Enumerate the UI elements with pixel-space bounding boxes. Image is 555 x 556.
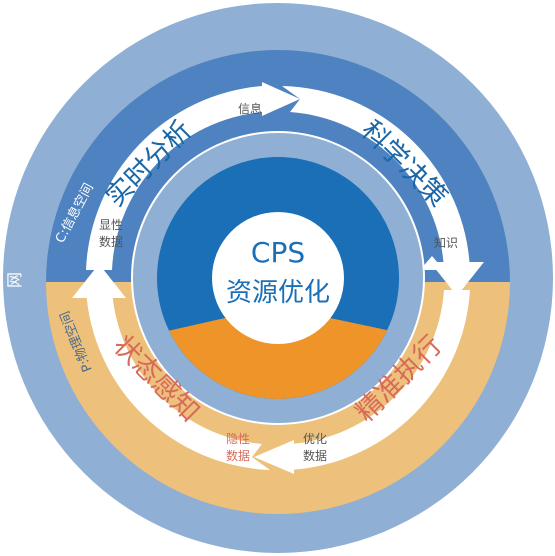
arrow-segment-perception <box>86 290 270 470</box>
arrow-segment-realtime <box>86 86 262 270</box>
arrowhead-top <box>262 82 300 116</box>
arrowhead-bottom <box>254 440 294 474</box>
arrowhead-right <box>430 262 484 296</box>
flow-information: 信息 <box>238 101 262 116</box>
flow-explicit-data-line2: 数据 <box>99 234 123 249</box>
cycle-arrows <box>86 86 470 470</box>
flow-implicit-data-line2: 数据 <box>226 448 250 463</box>
arrow-segment-decision <box>282 86 470 270</box>
flow-explicit-data-line1: 显性 <box>99 218 123 232</box>
flow-optimized-data-line1: 优化 <box>303 432 327 446</box>
outer-ring-label: 网 <box>5 272 24 288</box>
inner-ring-edge <box>131 131 425 425</box>
flow-implicit-data-line1: 隐性 <box>226 432 250 446</box>
core-white-center <box>212 212 344 344</box>
arrowhead-left <box>72 264 126 298</box>
center-subtitle: 资源优化 <box>226 278 330 308</box>
center-title: CPS <box>251 236 305 269</box>
flow-knowledge: 知识 <box>434 236 458 250</box>
flow-optimized-data-line2: 数据 <box>303 448 327 463</box>
arrow-segment-execution <box>290 290 470 470</box>
